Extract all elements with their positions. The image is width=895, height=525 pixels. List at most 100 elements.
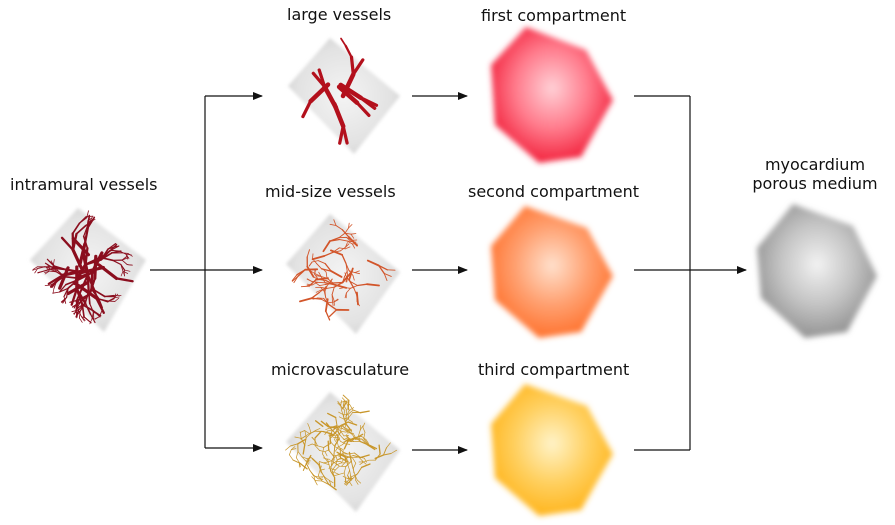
vessel-segment: [390, 449, 398, 454]
vessel-segment: [83, 227, 88, 237]
vessel-segment: [60, 236, 75, 252]
vessel-segment: [289, 449, 292, 456]
vessel-segment: [324, 286, 328, 292]
vessel-segment: [339, 457, 349, 463]
connector-lines: [150, 92, 747, 454]
vessel-segment: [331, 456, 337, 460]
vessel-segment: [314, 274, 319, 280]
vessel-segment: [340, 246, 346, 252]
vessel-segment: [337, 434, 341, 442]
vessel-segment: [342, 451, 349, 455]
vessel-segment: [297, 269, 306, 277]
vessel-segment: [314, 480, 318, 486]
vessel-segment: [70, 287, 78, 306]
vessel-segment: [300, 437, 306, 446]
vessel-segment: [355, 437, 362, 443]
vessel-segment: [346, 434, 350, 439]
vessel-segment: [332, 101, 346, 129]
vessel-segment: [348, 279, 355, 289]
vessel-segment: [309, 427, 312, 434]
vessel-segment: [340, 430, 345, 437]
vessel-segment: [352, 433, 357, 439]
vessel-segment: [320, 276, 328, 279]
vessel-segment: [335, 417, 338, 426]
vessel-segment: [95, 296, 105, 314]
vessel-segment: [304, 433, 310, 437]
vessel-segment: [362, 460, 367, 465]
vessel-segment: [348, 267, 354, 281]
vessel-segment: [112, 259, 122, 266]
vessel-segment: [349, 469, 351, 476]
vessel-segment: [356, 479, 362, 484]
vessel-segment: [338, 446, 344, 450]
vessel-segment: [318, 464, 322, 473]
vessel-segment: [34, 268, 38, 274]
vessel-segment: [345, 428, 351, 433]
vessel-segment: [310, 429, 317, 434]
vessel-segment: [344, 443, 351, 445]
vessel-segment: [307, 423, 310, 429]
vessel-segment: [352, 275, 355, 281]
vessel-segment: [290, 448, 297, 450]
second-compartment-label: second compartment: [468, 182, 639, 201]
vessel-segment: [360, 463, 371, 469]
vessel-segment: [328, 480, 334, 484]
vessel-segment: [340, 37, 347, 47]
vessel-segment: [63, 275, 78, 279]
vessel-segment: [350, 460, 354, 470]
vessel-segment: [121, 259, 128, 266]
vessel-segment: [334, 435, 337, 441]
vessel-segment: [338, 247, 346, 250]
vessel-segment: [317, 68, 327, 89]
vessel-segment: [330, 270, 343, 278]
vessel-segment: [76, 271, 94, 282]
vessel-segment: [120, 270, 124, 277]
vessel-segment: [374, 453, 381, 461]
vessel-segment: [69, 299, 80, 303]
vessel-segment: [124, 269, 131, 272]
vessel-segment: [285, 445, 291, 451]
vessel-segment: [341, 421, 349, 427]
vessel-segment: [347, 440, 354, 442]
vessel-segment: [312, 297, 319, 300]
vessel-segment: [378, 444, 381, 455]
vessel-segment: [324, 476, 330, 481]
vessel-segment: [86, 214, 91, 229]
vessel-segment: [366, 259, 380, 267]
vessel-segment: [114, 297, 120, 302]
vessel-segment: [347, 421, 358, 426]
vessel-segment: [351, 58, 365, 76]
vessel-segment: [345, 460, 352, 468]
vessel-segment: [335, 225, 343, 231]
vessel-segment: [343, 400, 345, 406]
vessel-segment: [310, 270, 316, 275]
vessel-segment: [335, 455, 338, 461]
vessel-segment: [348, 431, 353, 436]
vessel-segment: [334, 465, 340, 471]
vessel-segment: [313, 475, 320, 478]
vessel-segment: [355, 101, 371, 118]
vessel-segment: [317, 260, 326, 265]
vessel-segment: [311, 443, 318, 447]
vessel-segment: [328, 480, 332, 486]
vessel-segment: [81, 303, 85, 318]
vessel-segment: [347, 409, 354, 415]
vessel-segment: [335, 462, 342, 466]
myocardium-label: myocardium porous medium: [752, 155, 878, 193]
vessel-segment: [351, 243, 356, 249]
vessel-segment: [347, 236, 359, 247]
vessel-segment: [304, 430, 307, 438]
vessel-segment: [333, 283, 348, 289]
vessel-segment: [347, 469, 350, 476]
vessel-segment: [80, 265, 105, 275]
vessel-segment: [354, 270, 360, 274]
vessel-segment: [78, 216, 87, 224]
vessel-segment: [306, 284, 313, 287]
vessel-segment: [300, 430, 306, 433]
vessel-segment: [301, 99, 313, 119]
vessel-segment: [90, 313, 96, 324]
vessel-segment: [75, 287, 84, 306]
vessel-segment: [321, 480, 330, 485]
vessel-segment: [348, 222, 350, 229]
